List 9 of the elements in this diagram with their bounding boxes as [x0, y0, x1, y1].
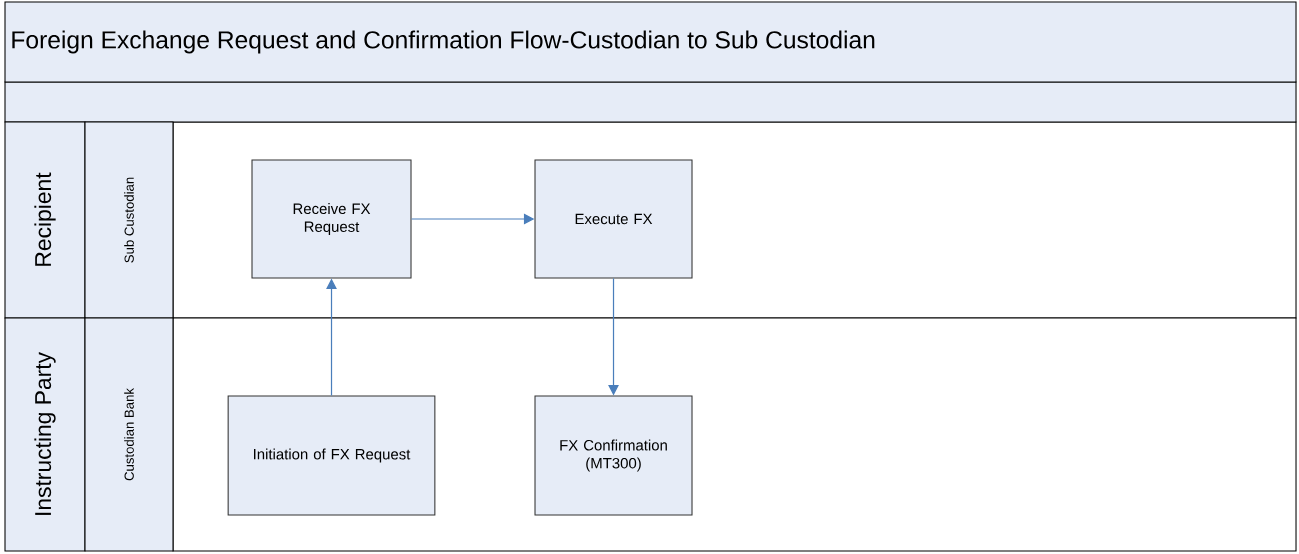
lane-title: Recipient — [4, 121, 86, 319]
sub-lane-title: Sub Custodian — [84, 121, 174, 319]
lane-title: Instructing Party — [4, 317, 86, 552]
process-box: Receive FX Request — [251, 159, 412, 279]
sub-lane-title: Custodian Bank — [84, 317, 174, 552]
title-band: Foreign Exchange Request and Confirmation Flow-Custodian to Sub Custodian — [4, 1, 1297, 83]
process-box: Execute FX — [534, 159, 693, 279]
process-box: FX Confirmation (MT300) — [534, 395, 693, 516]
process-box: Initiation of FX Request — [227, 395, 436, 516]
